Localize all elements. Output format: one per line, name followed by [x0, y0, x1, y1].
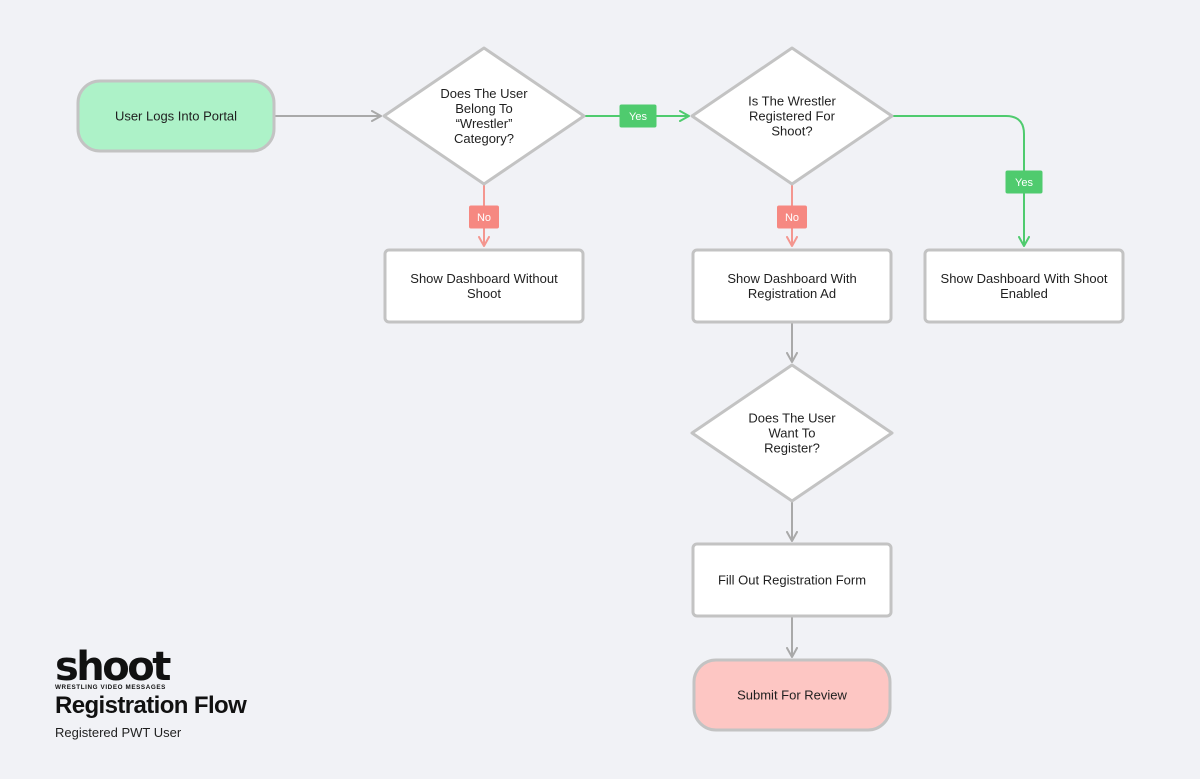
node-label-line: Does The User: [440, 86, 528, 101]
process-box: [691, 248, 893, 324]
node-label-line: User Logs Into Portal: [115, 109, 237, 124]
node-label-line: Shoot: [467, 286, 501, 301]
node-label-line: Category?: [454, 131, 514, 146]
node-label-line: Register?: [764, 441, 820, 456]
edge-tag-no: No: [469, 205, 499, 229]
page-title: Registration Flow: [55, 692, 247, 719]
edge-tag-box: [469, 205, 499, 229]
decision-diamond: [382, 46, 586, 186]
node-label-line: Want To: [769, 426, 816, 441]
node-label-line: Registration Ad: [748, 286, 836, 301]
edge-tag-box: [777, 205, 807, 229]
page-subtitle: Registered PWT User: [55, 725, 182, 740]
node-label-line: “Wrestler”: [456, 116, 513, 131]
edge-tag-no: No: [777, 205, 807, 229]
node-label-line: Show Dashboard With Shoot: [941, 271, 1108, 286]
node-submit: Submit For Review: [692, 658, 892, 732]
shoot-logo-word: shoot: [55, 644, 171, 690]
edge-tag-box: [1005, 170, 1043, 194]
edge-tag-label: No: [785, 212, 799, 224]
node-label-line: Fill Out Registration Form: [718, 573, 866, 588]
edges-layer: [274, 110, 1030, 658]
node-fill-form: Fill Out Registration Form: [691, 542, 893, 618]
node-label-line: Show Dashboard With: [727, 271, 856, 286]
decision-diamond: [690, 363, 894, 503]
node-label-line: Show Dashboard Without: [410, 271, 558, 286]
node-label-line: Is The Wrestler: [748, 94, 836, 109]
brand-block: shoot WRESTLING VIDEO MESSAGES Registrat…: [55, 644, 315, 740]
node-label-line: Shoot?: [771, 124, 812, 139]
node-label-line: Enabled: [1000, 286, 1048, 301]
edge-tag-label: Yes: [629, 111, 647, 123]
shoot-logo-tagline: WRESTLING VIDEO MESSAGES: [55, 684, 166, 691]
edge-tag-yes: Yes: [1005, 170, 1043, 194]
edge-tag-label: Yes: [1015, 177, 1033, 189]
edge-tag-yes: Yes: [619, 104, 657, 128]
edge-tag-label: No: [477, 212, 491, 224]
process-box: [691, 542, 893, 618]
terminal-shape: [692, 658, 892, 732]
terminal-shape: [76, 79, 276, 153]
node-start: User Logs Into Portal: [76, 79, 276, 153]
process-box: [923, 248, 1125, 324]
node-label-line: Submit For Review: [737, 688, 847, 703]
node-label-line: Belong To: [455, 101, 513, 116]
edge-tag-box: [619, 104, 657, 128]
process-box: [383, 248, 585, 324]
node-label-line: Registered For: [749, 109, 836, 124]
decision-diamond: [690, 46, 894, 186]
edge-q-registered-to-dash-enabled: [893, 115, 1030, 247]
node-label-line: Does The User: [748, 411, 836, 426]
